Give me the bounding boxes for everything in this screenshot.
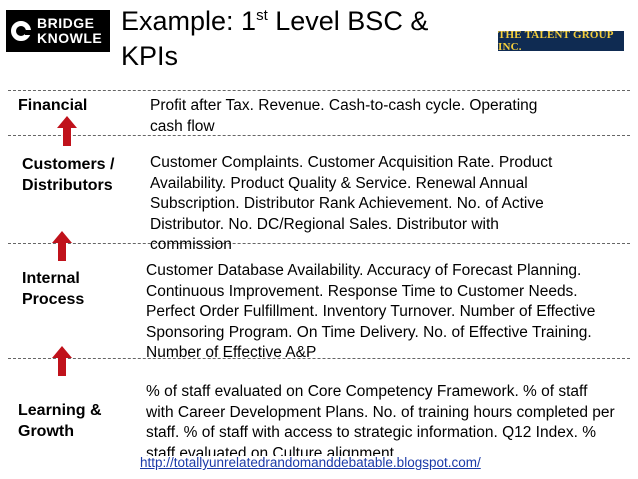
level-label-customers: Customers / Distributors <box>22 154 114 196</box>
logo-mark-icon <box>11 21 32 41</box>
level-label-line: Learning & <box>18 402 102 419</box>
title-line-1-post: Level BSC & <box>267 6 429 36</box>
talent-group-logo: THE TALENT GROUP INC. <box>498 29 624 53</box>
logo-line-2: KNOWLE <box>37 30 103 46</box>
level-label-line: Process <box>22 291 85 308</box>
level-description-learning-growth: % of staff evaluated on Core Competency … <box>146 383 615 456</box>
level-label-line: Growth <box>18 423 74 440</box>
level-description-financial: Profit after Tax. Revenue. Cash-to-cash … <box>150 97 538 135</box>
divider <box>8 243 630 244</box>
level-label-line: Customers / <box>22 156 115 173</box>
footer-blog-link[interactable]: http://totallyunrelatedrandomanddebatabl… <box>140 455 481 470</box>
level-label-learning-growth: Learning & Growth <box>18 400 102 442</box>
level-description-internal-process: Customer Database Availability. Accuracy… <box>146 262 596 361</box>
level-label-internal-process: Internal Process <box>22 268 84 310</box>
title-line-2: KPIs <box>121 41 179 71</box>
slide-title: Example: 1st Level BSC & KPIs <box>121 4 501 74</box>
title-line-1-pre: Example: 1 <box>121 6 257 36</box>
divider <box>8 358 630 359</box>
level-label-line: Financial <box>18 97 88 114</box>
level-label-line: Distributors <box>22 177 113 194</box>
up-arrow-icon <box>57 116 77 146</box>
logo-line-1: BRIDGE <box>37 15 95 31</box>
bridge-knowle-logo: BRIDGE KNOWLE <box>6 10 110 52</box>
level-label-line: Internal <box>22 270 80 287</box>
level-description-customers: Customer Complaints. Customer Acquisitio… <box>150 154 553 253</box>
up-arrow-icon <box>52 231 72 261</box>
title-superscript: st <box>256 7 268 24</box>
level-label-financial: Financial <box>18 95 87 116</box>
divider <box>8 135 630 136</box>
divider <box>8 90 630 91</box>
up-arrow-icon <box>52 346 72 376</box>
